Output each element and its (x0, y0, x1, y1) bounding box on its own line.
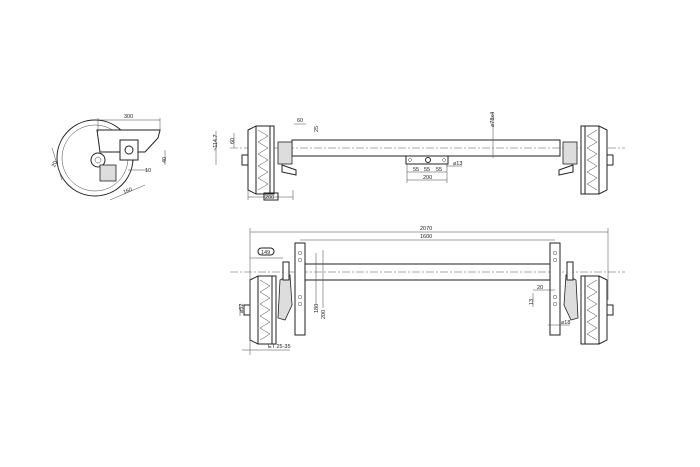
side-view: 300 20 40 10 160 (51, 114, 168, 201)
dim-10: 10 (145, 168, 151, 174)
dim-55-a: 55 (413, 167, 419, 173)
dim-160: 160 (123, 187, 134, 196)
dim-2070: 2070 (420, 226, 432, 232)
dim-1600: 1600 (420, 234, 432, 240)
dim-40: 40 (162, 157, 168, 163)
dim-20: 20 (51, 160, 59, 168)
dim-114-7: ~114.7 (213, 134, 219, 151)
shaft-52: ⌀52 (239, 304, 245, 313)
dim-25: 25 (314, 126, 320, 132)
dim-13: 13 (529, 299, 535, 305)
dim-300: 300 (124, 114, 133, 120)
bottom-view: 2070 1600 149 ⌀52 180 200 ET 25-35 20 13… (230, 226, 625, 355)
top-view: ~114.7 60 60 25 200 ⌀78x4 55 55 55 200 ⌀… (213, 112, 625, 201)
dim-200: 200 (321, 310, 327, 319)
dim-60-plate: 60 (297, 118, 303, 124)
dim-200-bracket: 200 (423, 175, 432, 181)
dim-55-b: 55 (424, 167, 430, 173)
dim-200-hub: 200 (265, 195, 274, 201)
dim-60-hub: 60 (230, 138, 236, 144)
hole-13: ⌀13 (453, 161, 462, 167)
dim-20: 20 (537, 285, 543, 291)
dim-180: 180 (314, 304, 320, 313)
dim-et: ET 25-35 (268, 344, 291, 350)
tube-size: ⌀78x4 (490, 112, 496, 127)
dim-55-c: 55 (436, 167, 442, 173)
dim-149: 149 (261, 250, 270, 256)
hole-18: ⌀18 (561, 320, 570, 326)
